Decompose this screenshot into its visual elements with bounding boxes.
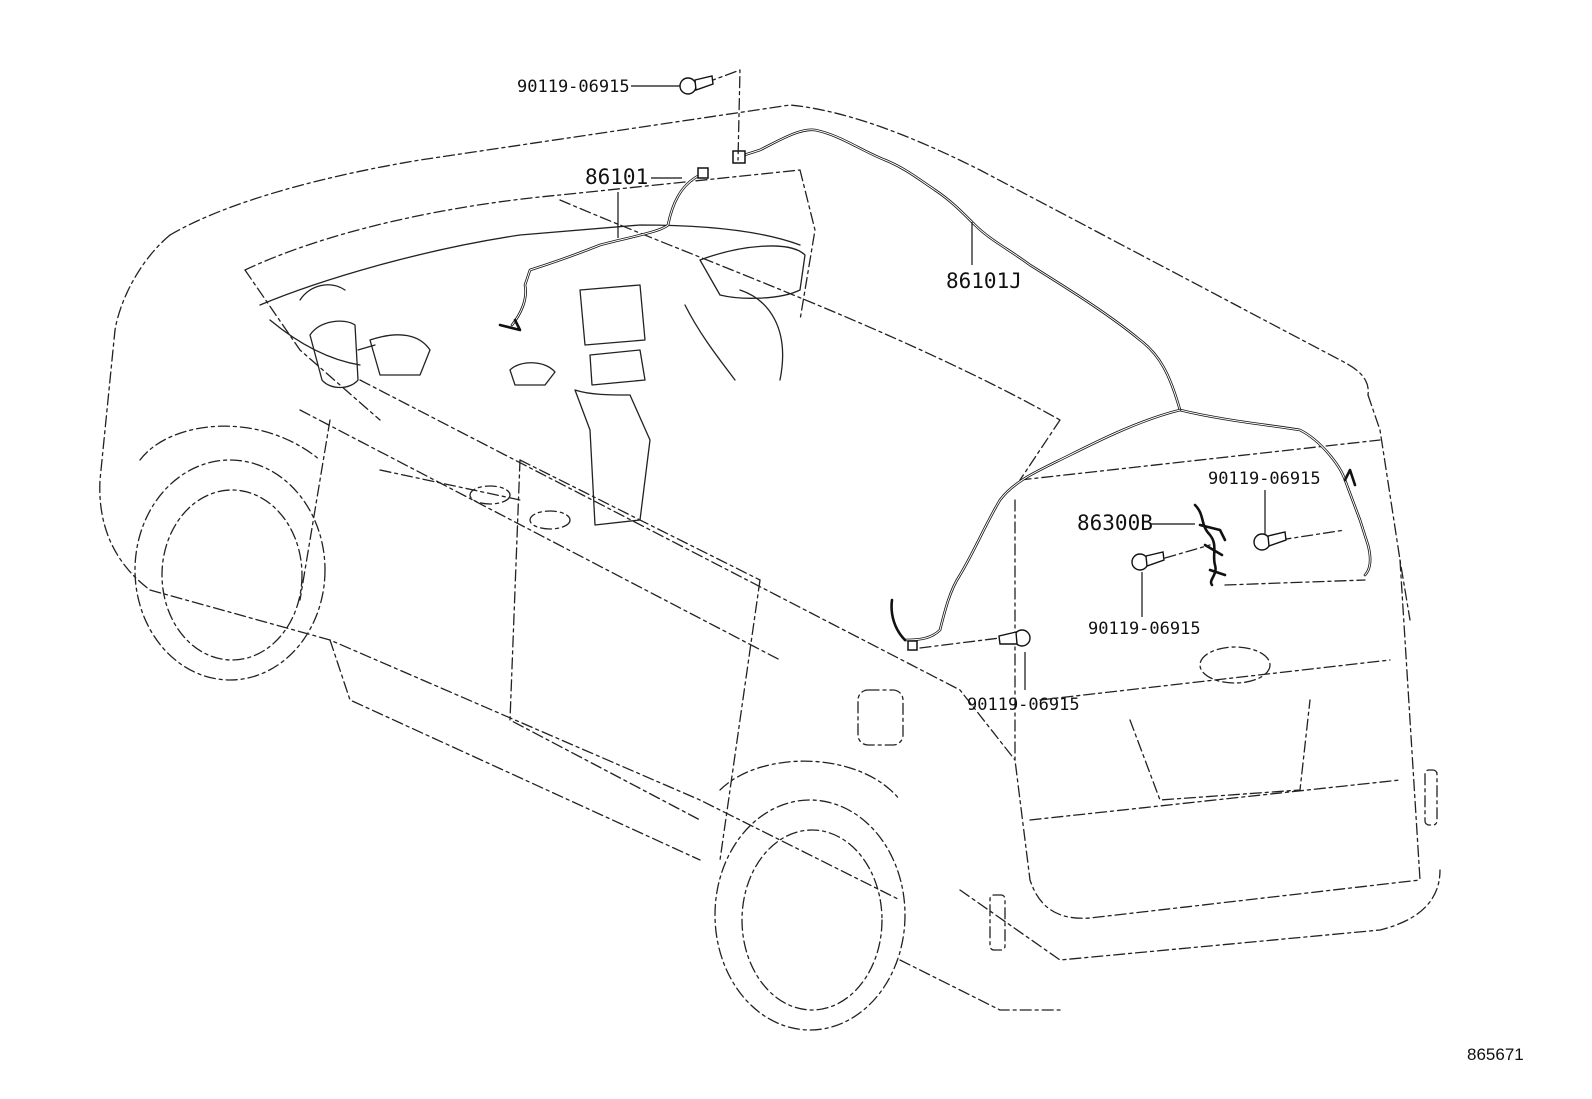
label-bolt-top: 90119-06915 — [517, 77, 630, 97]
vehicle-outline — [99, 104, 1441, 1031]
label-bolt-back-upper: 90119-06915 — [1208, 469, 1321, 489]
wire-harness-86300B — [1193, 503, 1227, 587]
interior-dashboard — [259, 224, 806, 526]
part-labels: 90119-06915 86101 86101J 90119-06915 863… — [517, 77, 1524, 1064]
label-bolt-back-lower: 90119-06915 — [1088, 619, 1201, 639]
bolt-side-icon — [998, 629, 1031, 647]
label-harness-back-door: 86300B — [1077, 511, 1153, 535]
label-harness-roof: 86101J — [946, 269, 1022, 293]
label-bolt-side: 90119-06915 — [967, 695, 1080, 715]
bolt-top-icon — [679, 75, 714, 95]
label-harness-front: 86101 — [585, 165, 648, 189]
wire-harness-86101 — [498, 167, 709, 332]
wire-harness-86101J — [732, 128, 1372, 651]
leader-lines — [617, 69, 1366, 690]
diagram-id: 865671 — [1467, 1045, 1524, 1064]
bolt-back-lower-icon — [1131, 551, 1165, 571]
bolt-back-upper-icon — [1253, 531, 1287, 551]
